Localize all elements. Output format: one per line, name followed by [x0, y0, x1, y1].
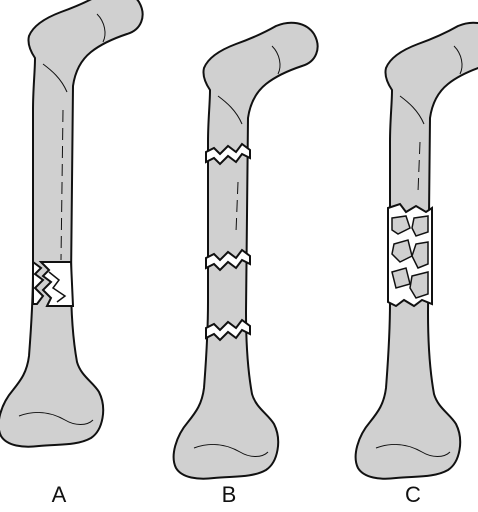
label-a: A — [44, 482, 74, 508]
femur-a — [0, 0, 143, 447]
label-c: C — [398, 482, 428, 508]
label-b: B — [214, 482, 244, 508]
femur-c — [356, 23, 478, 479]
femur-b — [174, 23, 318, 479]
